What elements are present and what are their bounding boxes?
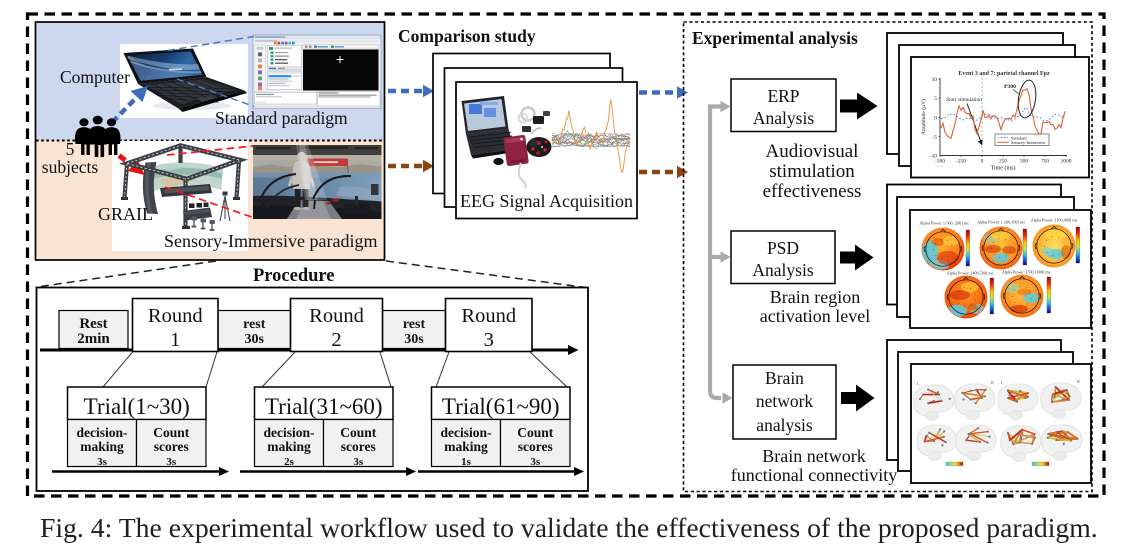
svg-text:Alpha Power: [-500,-200] ms: Alpha Power: [-500,-200] ms bbox=[919, 221, 969, 227]
svg-text:Standard: Standard bbox=[1011, 135, 1027, 140]
svg-text:R: R bbox=[991, 380, 994, 385]
svg-text:Start stimulation: Start stimulation bbox=[946, 97, 982, 103]
svg-text:0: 0 bbox=[934, 116, 937, 122]
svg-text:250: 250 bbox=[999, 159, 1007, 165]
svg-text:Alpha Power: [-200,100] ms: Alpha Power: [-200,100] ms bbox=[977, 220, 1025, 226]
svg-text:5: 5 bbox=[934, 96, 937, 102]
svg-text:-5: -5 bbox=[933, 135, 938, 141]
svg-text:500: 500 bbox=[1020, 159, 1028, 165]
svg-text:Time (ms): Time (ms) bbox=[991, 165, 1016, 172]
svg-text:0: 0 bbox=[981, 159, 984, 165]
svg-text:Event 3 and 7: parietal channe: Event 3 and 7: parietal channel Fpz bbox=[958, 71, 1050, 77]
svg-text:Alpha Power: [100,400] ms: Alpha Power: [100,400] ms bbox=[1031, 218, 1078, 224]
svg-text:Alpha Power: [400,700] ms: Alpha Power: [400,700] ms bbox=[947, 271, 994, 277]
svg-text:Amplitude (μV): Amplitude (μV) bbox=[920, 99, 927, 135]
svg-text:-250: -250 bbox=[956, 159, 966, 165]
svg-text:Alpha Power: [700,1000] ms: Alpha Power: [700,1000] ms bbox=[1002, 270, 1051, 276]
svg-text:10: 10 bbox=[932, 77, 938, 83]
svg-text:750: 750 bbox=[1041, 159, 1049, 165]
svg-text:-10: -10 bbox=[930, 154, 937, 160]
svg-text:-500: -500 bbox=[935, 159, 945, 165]
svg-text:L: L bbox=[1001, 380, 1004, 385]
svg-text:R: R bbox=[1077, 379, 1080, 384]
svg-text:L: L bbox=[917, 381, 920, 386]
svg-text:P300: P300 bbox=[1004, 84, 1016, 90]
svg-text:1000: 1000 bbox=[1061, 159, 1072, 165]
svg-text:Sensory-Immersive: Sensory-Immersive bbox=[1011, 140, 1045, 145]
